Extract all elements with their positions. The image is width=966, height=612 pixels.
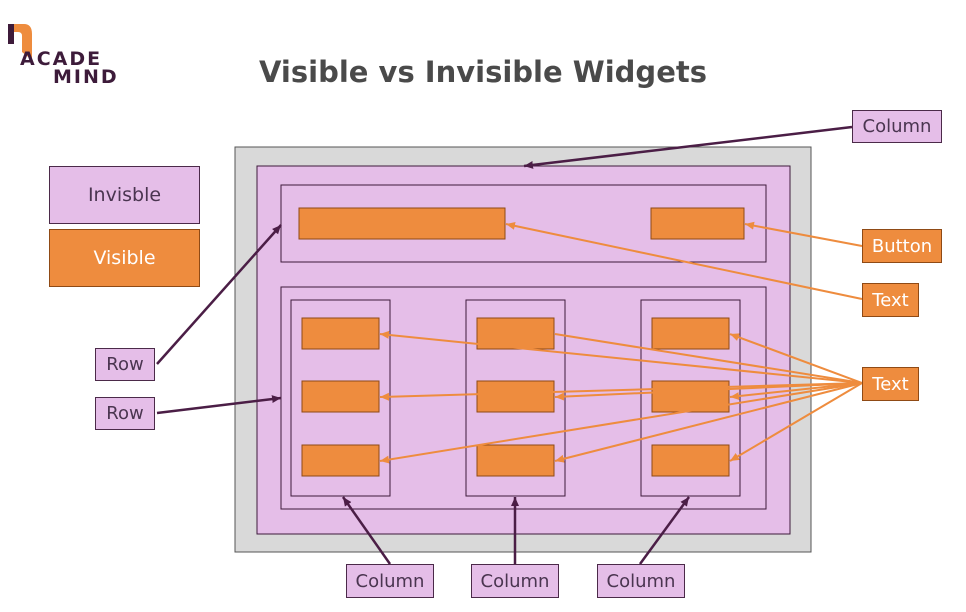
label-column-right: Column xyxy=(597,564,685,598)
page-title: Visible vs Invisible Widgets xyxy=(259,55,707,89)
grid-text-widget xyxy=(301,380,380,413)
top-row-text-widget xyxy=(298,207,506,240)
label-text-grid: Text xyxy=(862,367,919,401)
label-row-top: Row xyxy=(95,348,155,381)
arrow-column-left xyxy=(341,496,392,565)
arrow-column-right xyxy=(638,496,691,565)
legend-invisible: Invisble xyxy=(49,166,200,224)
grid-text-widget xyxy=(476,444,555,477)
arrow-text-top xyxy=(505,221,863,300)
label-button: Button xyxy=(862,229,942,263)
legend-visible: Visible xyxy=(49,229,200,287)
grid-text-widget xyxy=(476,317,555,350)
logo-text-line1: ACADE xyxy=(20,48,103,70)
logo-text-line2: MIND xyxy=(53,66,119,88)
arrow-column-top xyxy=(523,125,853,169)
grid-text-widget xyxy=(651,317,730,350)
academind-logo: ACADE MIND xyxy=(6,22,126,92)
grid-text-widget xyxy=(476,380,555,413)
label-column-middle: Column xyxy=(471,564,559,598)
label-column-left: Column xyxy=(346,564,434,598)
arrows-text-grid xyxy=(379,330,863,464)
arrow-button xyxy=(744,221,863,247)
label-column-top: Column xyxy=(852,110,942,143)
grid-text-widget xyxy=(651,444,730,477)
arrow-row-top xyxy=(156,224,282,365)
grid-text-widget xyxy=(301,444,380,477)
label-text-top: Text xyxy=(862,283,919,317)
grid-text-widget xyxy=(301,317,380,350)
arrow-row-bottom xyxy=(156,395,282,415)
label-row-bottom: Row xyxy=(95,397,155,430)
logo-flag-icon xyxy=(8,24,32,60)
top-row-button-widget xyxy=(650,207,745,240)
